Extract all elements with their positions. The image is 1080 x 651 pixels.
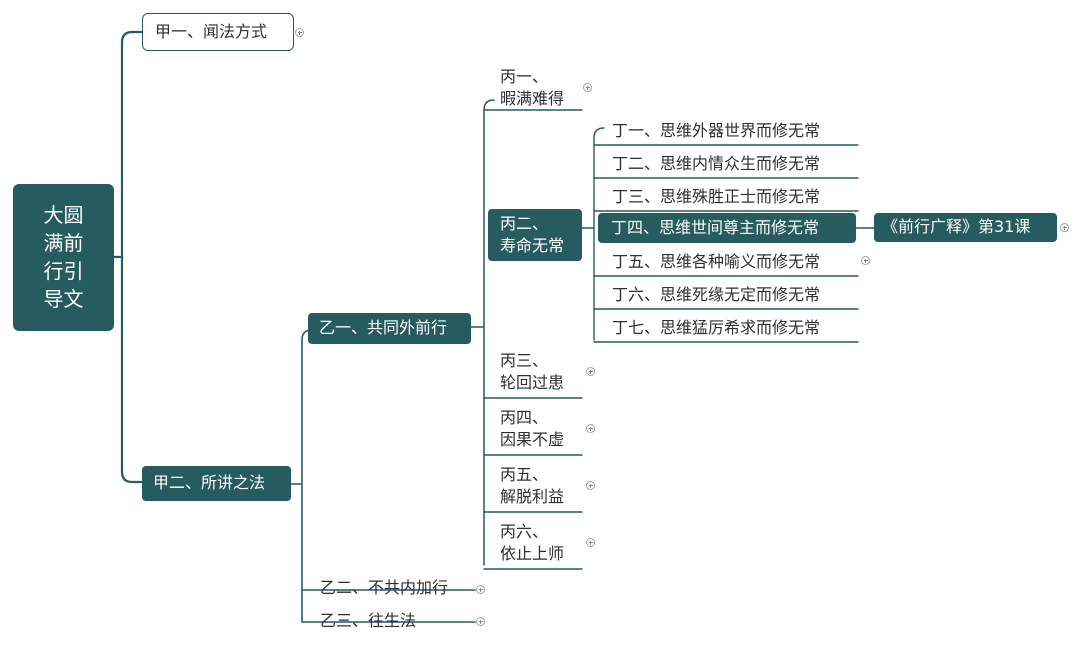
ding-underlines (593, 144, 859, 343)
ding-5-expand-icon[interactable] (861, 256, 870, 265)
bing-4-line-1: 丙四、 (500, 408, 549, 427)
bing-5-line-1: 丙五、 (500, 465, 549, 484)
ding-2-node[interactable]: 丁二、思维内情众生而修无常 (612, 154, 821, 173)
connector-yi1 (469, 99, 495, 566)
root-line-2: 满前 (43, 231, 84, 255)
yi-3-node[interactable]: 乙三、往生法 (320, 611, 417, 630)
bing-3-line-1: 丙三、 (500, 351, 549, 370)
ding-5-node[interactable]: 丁五、思维各种喻义而修无常 (612, 252, 821, 271)
ding-4-node[interactable]: 丁四、思维世间尊主而修无常 (598, 213, 856, 243)
bing-4-line-2: 因果不虚 (500, 430, 565, 449)
bing-3-expand-icon[interactable] (586, 367, 595, 376)
lesson-expand-icon[interactable] (1060, 223, 1069, 232)
yi-3-expand-icon[interactable] (476, 617, 485, 626)
bing-3-node[interactable]: 丙三、 轮回过患 (500, 350, 564, 394)
bing-6-expand-icon[interactable] (586, 538, 595, 547)
bing-1-expand-icon[interactable] (583, 83, 592, 92)
bing-6-line-2: 依止上师 (500, 544, 565, 563)
bing-6-line-1: 丙六、 (500, 522, 549, 541)
bing-5-line-2: 解脱利益 (500, 487, 565, 506)
bing-1-node[interactable]: 丙一、 暇满难得 (500, 66, 564, 110)
yi-2-node[interactable]: 乙二、不共内加行 (320, 578, 449, 597)
ding-6-node[interactable]: 丁六、思维死缘无定而修无常 (612, 285, 821, 304)
jia-1-node[interactable]: 甲一、闻法方式 (142, 13, 294, 51)
bing-4-expand-icon[interactable] (586, 424, 595, 433)
bing-4-node[interactable]: 丙四、 因果不虚 (500, 407, 564, 451)
jia-1-expand-icon[interactable] (295, 28, 304, 37)
bing-2-line-1: 丙二、 (500, 214, 549, 233)
bing-3-line-2: 轮回过患 (500, 373, 565, 392)
bing-5-expand-icon[interactable] (586, 481, 595, 490)
yi-2-expand-icon[interactable] (476, 585, 485, 594)
ding-1-node[interactable]: 丁一、思维外器世界而修无常 (612, 121, 821, 140)
root-node[interactable]: 大圆 满前 行引 导文 (13, 184, 114, 331)
connector-jia2 (289, 329, 476, 623)
bing-1-line-1: 丙一、 (500, 67, 549, 86)
root-line-4: 导文 (43, 287, 84, 311)
bing-underlines (483, 109, 583, 570)
lesson-node[interactable]: 《前行广释》第31课 (874, 213, 1057, 242)
ding-7-node[interactable]: 丁七、思维猛厉希求而修无常 (612, 318, 821, 337)
yi-1-node[interactable]: 乙一、共同外前行 (308, 313, 471, 344)
ding-3-node[interactable]: 丁三、思维殊胜正士而修无常 (612, 187, 821, 206)
bing-6-node[interactable]: 丙六、 依止上师 (500, 521, 564, 565)
bing-2-node[interactable]: 丙二、 寿命无常 (488, 209, 582, 261)
bing-5-node[interactable]: 丙五、 解脱利益 (500, 464, 564, 508)
bing-2-line-2: 寿命无常 (500, 236, 565, 255)
root-line-1: 大圆 (43, 203, 84, 227)
root-line-3: 行引 (43, 259, 84, 283)
bing-1-line-2: 暇满难得 (500, 89, 565, 108)
jia-2-node[interactable]: 甲二、所讲之法 (142, 466, 291, 501)
connector-bing2 (581, 127, 605, 341)
connector-root (112, 30, 144, 484)
